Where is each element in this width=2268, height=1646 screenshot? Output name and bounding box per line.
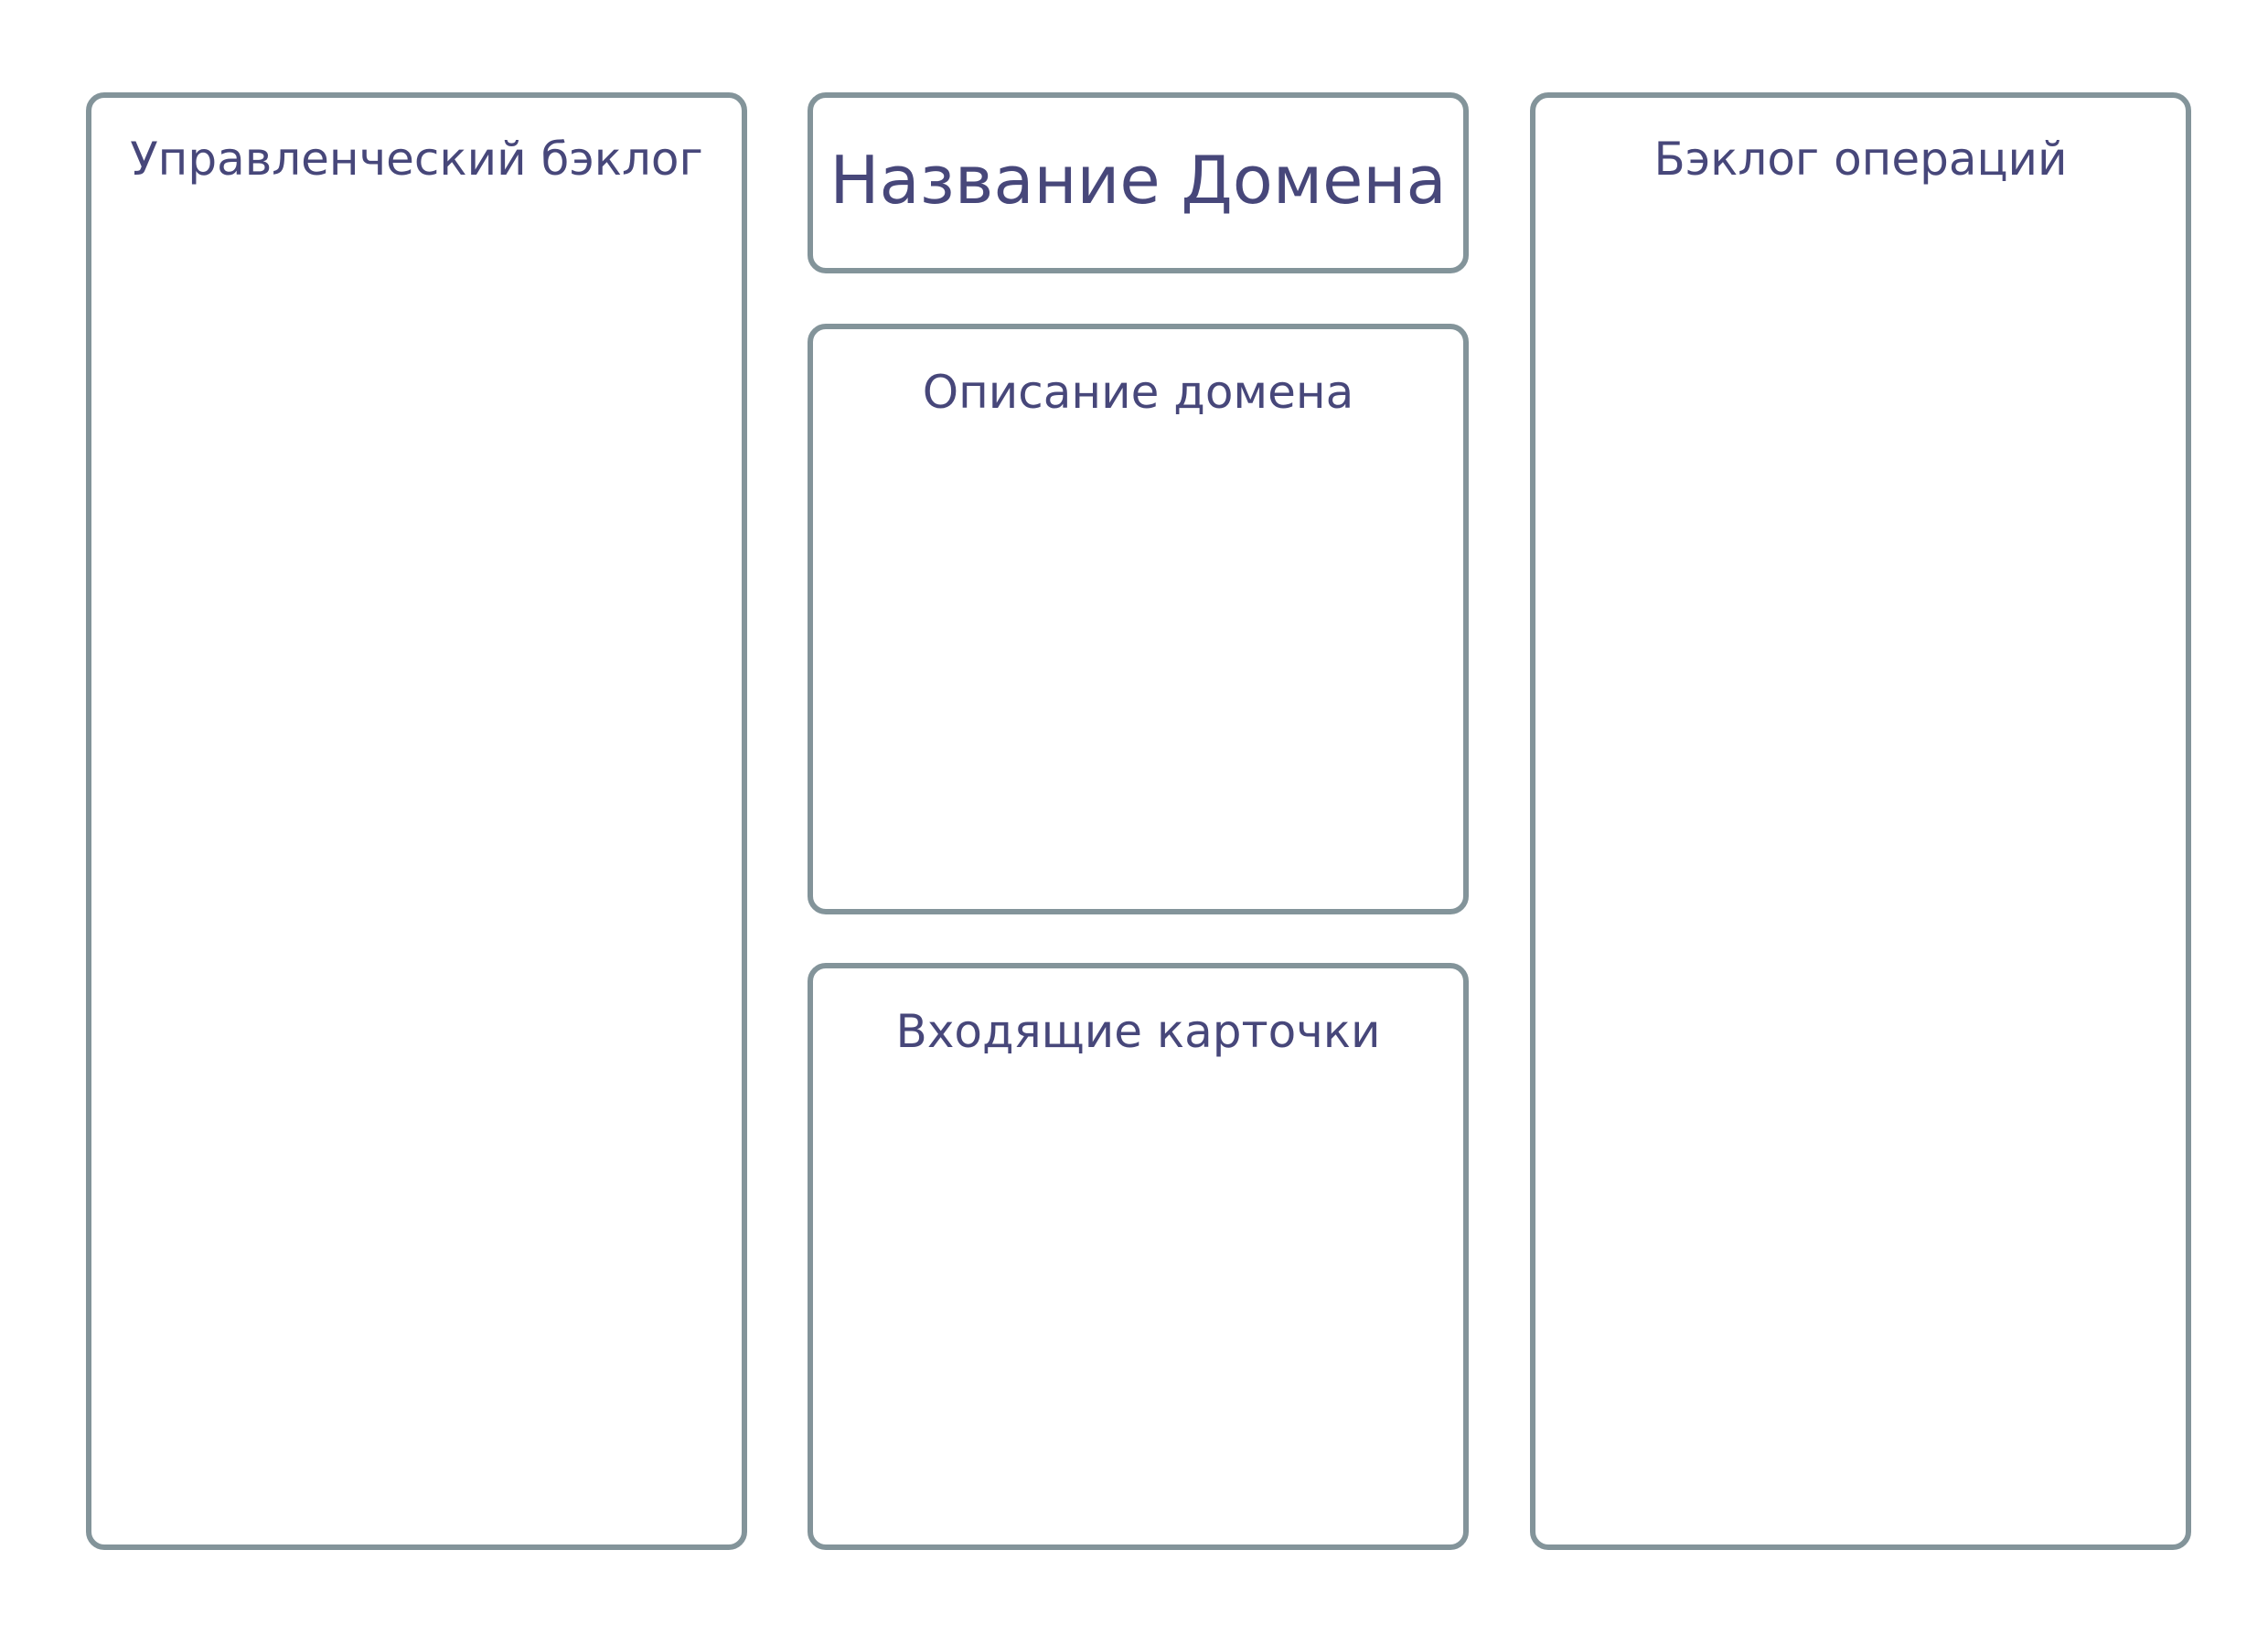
domain-description-title: Описание домена bbox=[922, 366, 1354, 419]
domain-description-panel: Описание домена bbox=[808, 324, 1469, 914]
operations-backlog-panel: Бэклог операций bbox=[1530, 92, 2191, 1550]
domain-name-panel: Название Домена bbox=[808, 92, 1469, 273]
domain-name-title: Название Домена bbox=[829, 142, 1447, 219]
incoming-cards-title: Входящие карточки bbox=[895, 1005, 1381, 1058]
incoming-cards-panel: Входящие карточки bbox=[808, 963, 1469, 1550]
management-backlog-panel: Управленческий бэклог bbox=[86, 92, 747, 1550]
management-backlog-title: Управленческий бэклог bbox=[130, 133, 703, 186]
operations-backlog-title: Бэклог операций bbox=[1653, 133, 2068, 186]
